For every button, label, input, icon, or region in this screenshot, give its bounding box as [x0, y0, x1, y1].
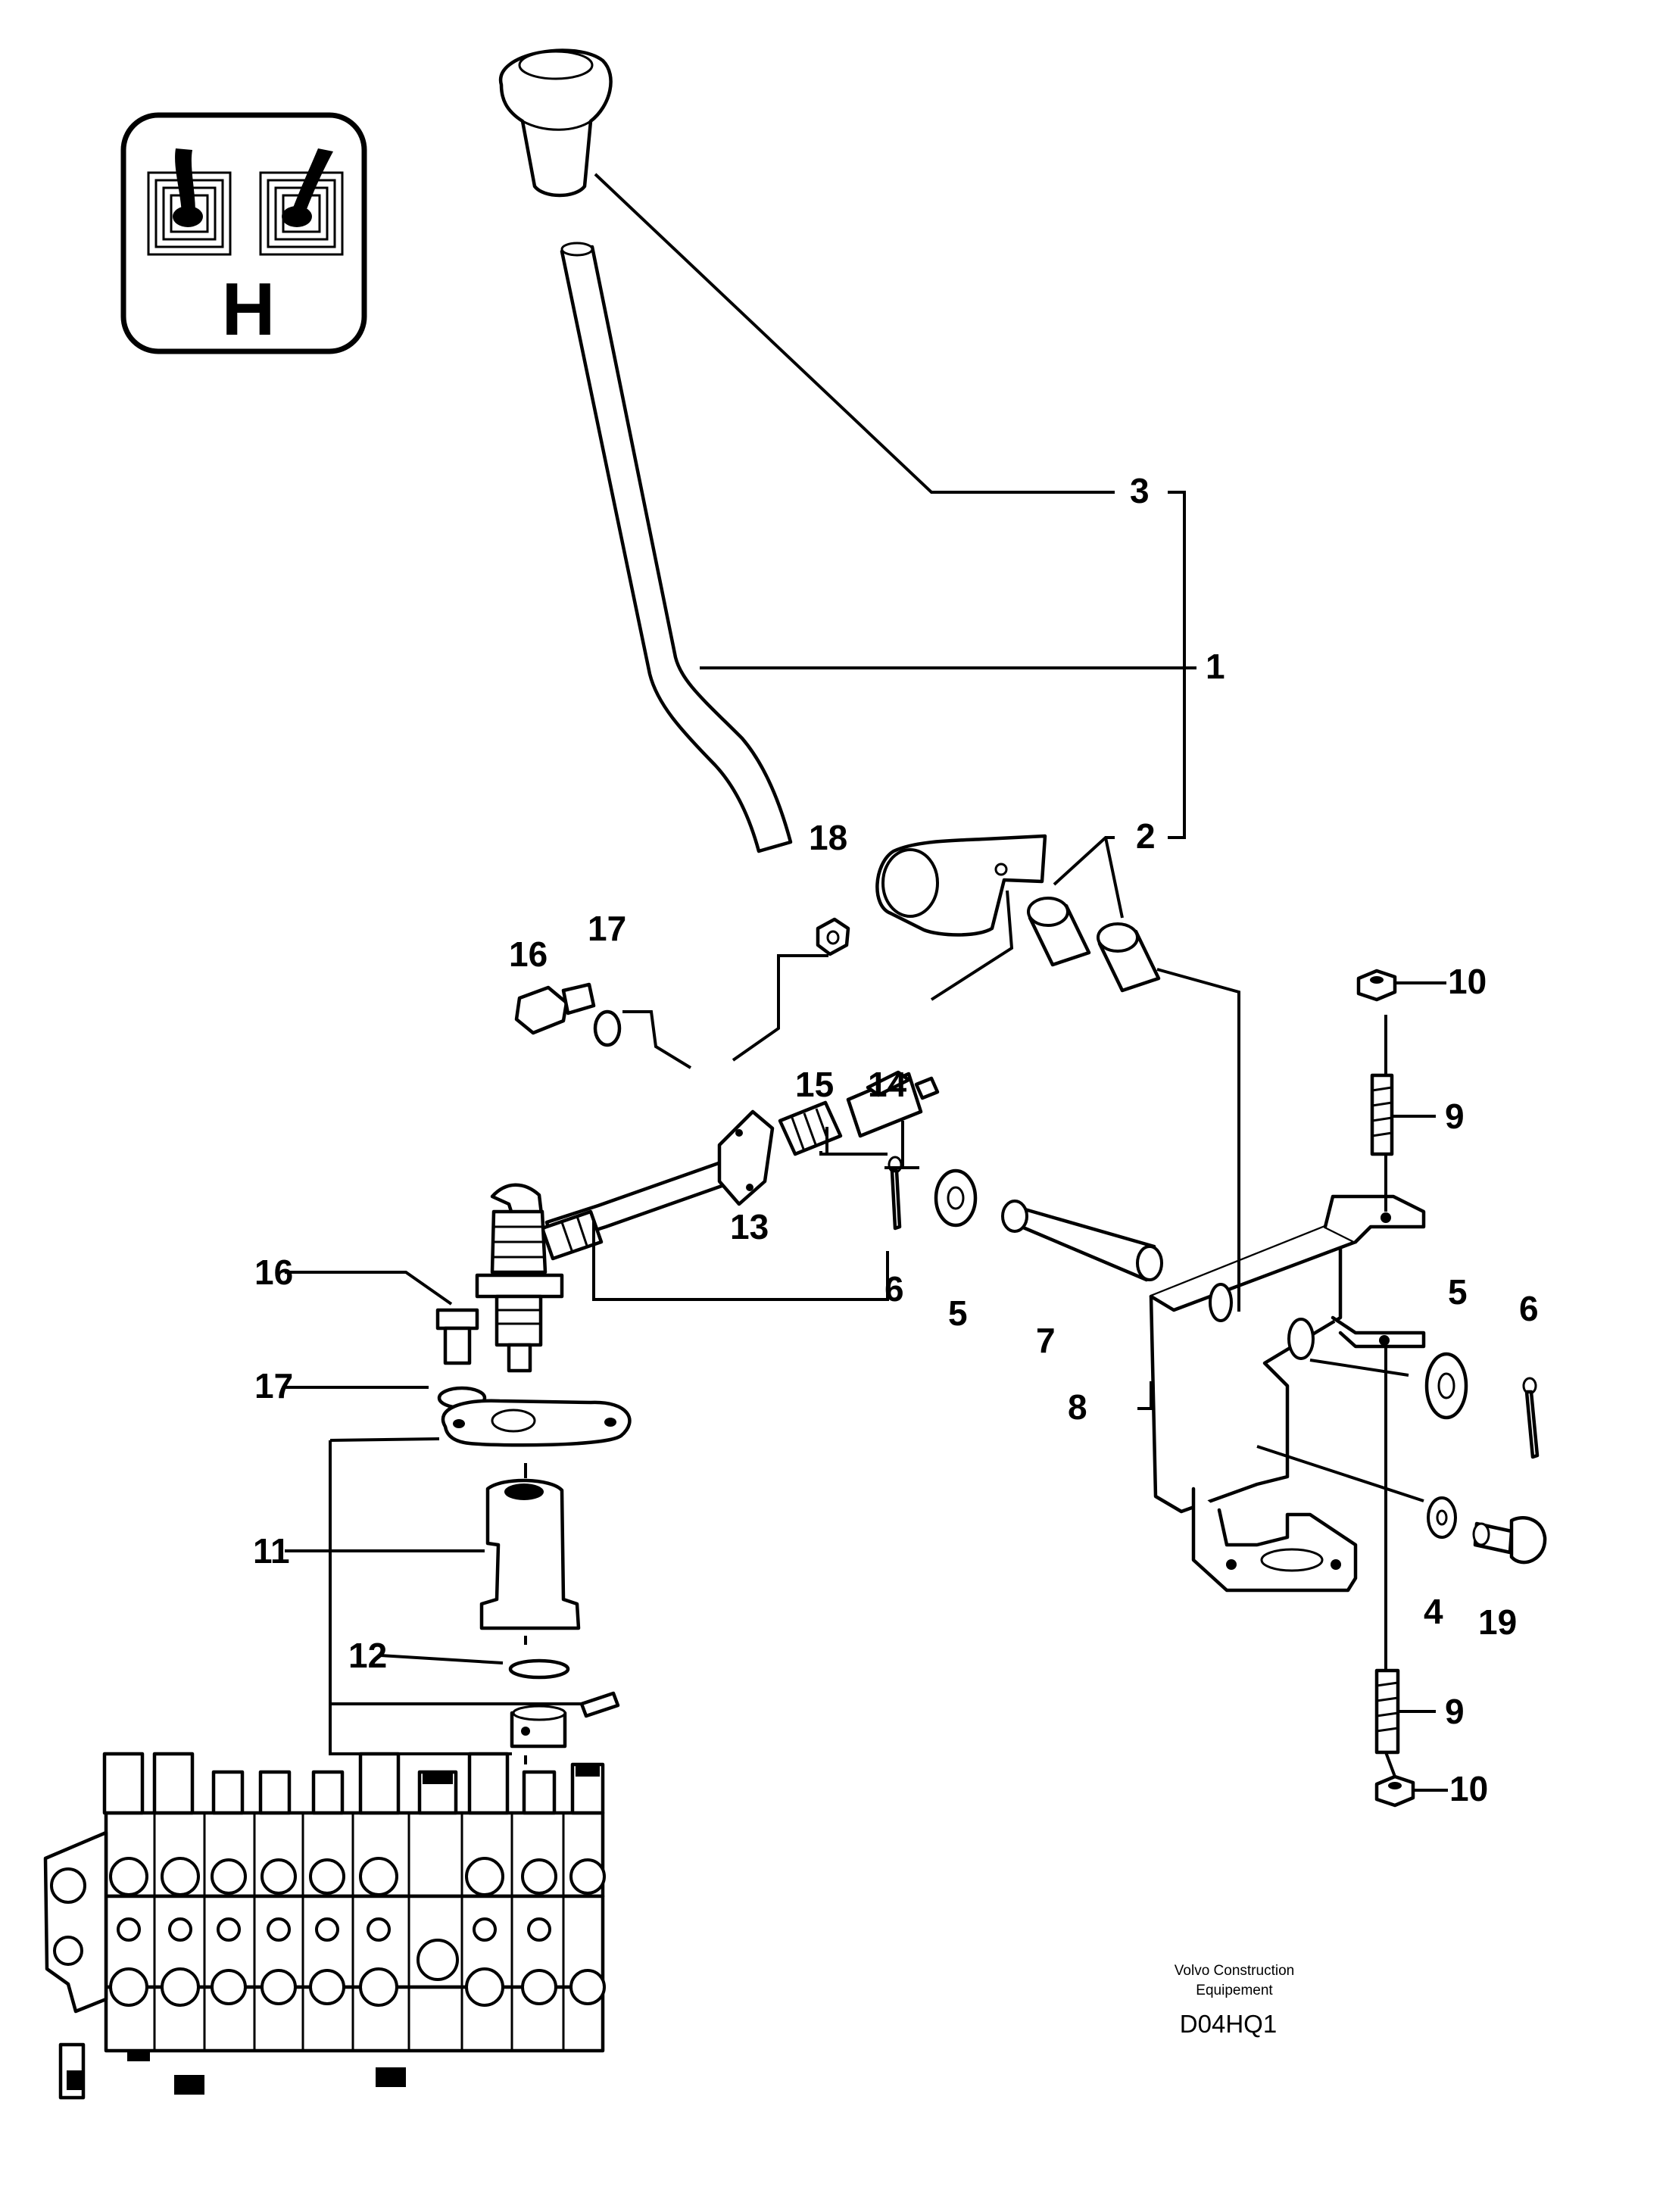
part-pin-7: [1001, 1200, 1163, 1282]
callout-5-left: 5: [948, 1293, 968, 1333]
part-cotter-pin-6-right: [1522, 1377, 1540, 1459]
leader-lines: [285, 173, 1448, 1792]
part-stud-9-lower: [1374, 1668, 1400, 1755]
callout-16-lower: 16: [254, 1253, 293, 1292]
part-bolt-19: [1472, 1516, 1547, 1565]
callout-19: 19: [1478, 1602, 1517, 1642]
part-nut-18: [816, 917, 850, 956]
callout-3: 3: [1130, 471, 1150, 510]
part-lever: [560, 242, 1047, 937]
part-coupling: [510, 1705, 567, 1749]
part-shaft-assembly: [540, 1070, 940, 1261]
callout-15: 15: [795, 1065, 834, 1104]
callout-4: 4: [1424, 1592, 1443, 1631]
company-name-line1: Volvo Construction: [1175, 1963, 1294, 1979]
callout-12: 12: [348, 1636, 387, 1675]
callout-9-lower: 9: [1445, 1692, 1465, 1731]
callout-17-upper: 17: [588, 909, 626, 948]
part-nut-10-lower: [1374, 1774, 1415, 1808]
part-bracket: [1149, 1194, 1426, 1593]
callout-17-lower: 17: [254, 1366, 293, 1406]
part-washer-4: [1427, 1496, 1457, 1539]
callout-6-right: 6: [1519, 1289, 1539, 1328]
part-housing-11: [479, 1478, 581, 1630]
part-bushings: [1027, 897, 1161, 993]
control-pattern-badge: H: [120, 112, 367, 354]
part-washer-17-upper: [593, 1009, 622, 1047]
callout-9-upper: 9: [1445, 1097, 1465, 1136]
callout-labels: 3 1 2 18 17 16 10 9 15 14 13 6 5 7 5 6 8…: [253, 471, 1539, 1808]
part-stud-9-upper: [1370, 1073, 1394, 1156]
part-oring-12: [508, 1658, 570, 1680]
callout-2: 2: [1136, 816, 1156, 856]
callout-6-left: 6: [884, 1269, 904, 1309]
callout-13: 13: [730, 1207, 769, 1246]
callout-14: 14: [868, 1065, 907, 1104]
drawing-code: D04HQ1: [1180, 2010, 1277, 2038]
part-nut-10-upper: [1356, 969, 1397, 1002]
callout-7: 7: [1036, 1321, 1056, 1360]
part-knob: [498, 48, 613, 198]
part-flange: [441, 1399, 632, 1447]
pattern-letter: H: [222, 267, 276, 351]
company-name-line2: Equipement: [1196, 1983, 1273, 1998]
dual-joystick-icon: [147, 148, 344, 256]
callout-10-upper: 10: [1448, 962, 1487, 1001]
part-washer-5-left: [934, 1168, 978, 1228]
drawing-footer: Volvo Construction Equipement D04HQ1: [1175, 1963, 1294, 2038]
callout-5-right: 5: [1448, 1272, 1468, 1312]
part-pin: [579, 1691, 620, 1718]
callout-18: 18: [809, 818, 847, 857]
callout-8: 8: [1068, 1387, 1087, 1427]
callout-1: 1: [1206, 647, 1225, 686]
part-control-valve: [43, 1752, 606, 2100]
part-washer-5-right: [1424, 1352, 1468, 1420]
part-lower-shaft: [475, 1183, 564, 1373]
callout-11: 11: [253, 1531, 290, 1571]
callout-10-lower: 10: [1449, 1769, 1488, 1808]
part-bolt-16-lower: [435, 1308, 479, 1365]
part-bolt-16-upper: [514, 982, 596, 1035]
callout-16-upper: 16: [509, 934, 548, 974]
